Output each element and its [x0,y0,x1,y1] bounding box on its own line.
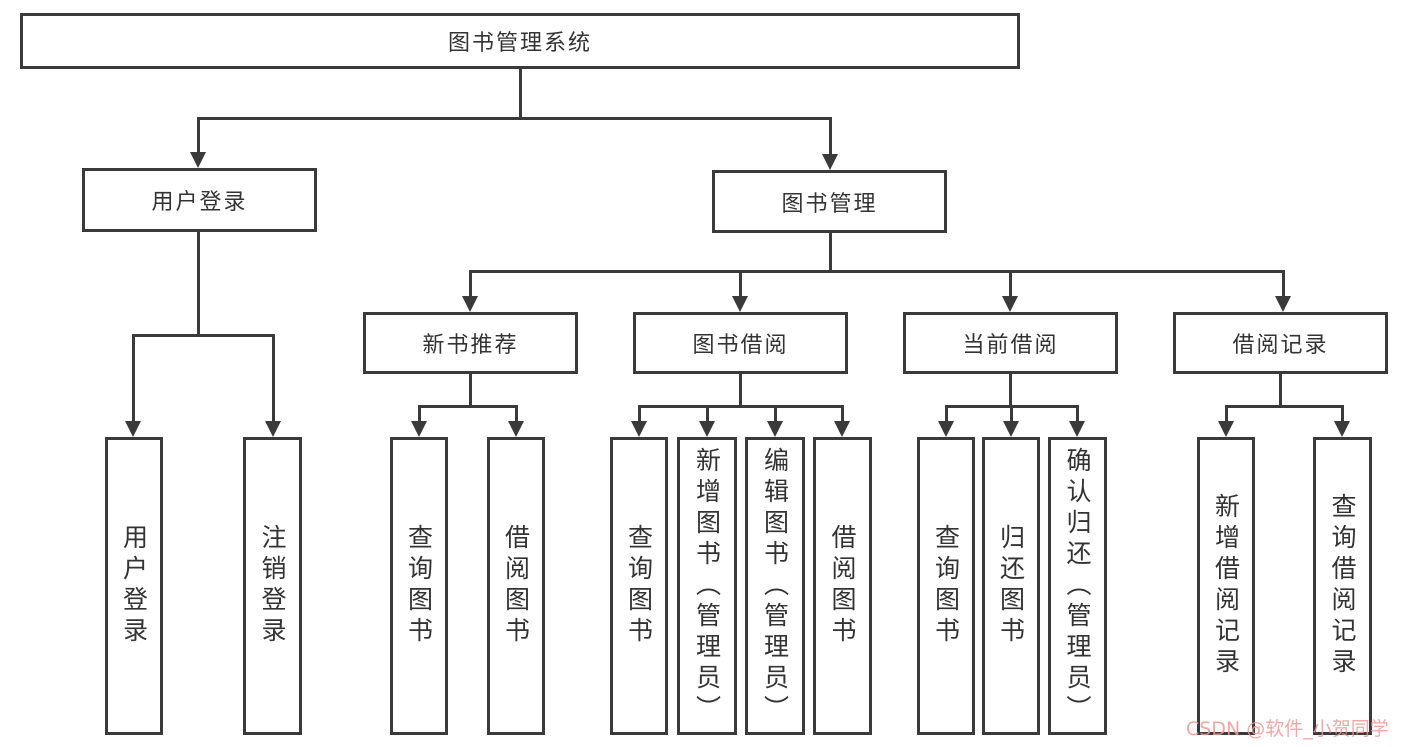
arrow-stem [738,271,742,298]
arrowhead-down-icon [699,421,715,437]
arrow-stem [944,406,948,423]
arrow-stem [468,271,472,298]
connector-line-horizontal [196,116,832,120]
arrow-stem [1008,271,1012,298]
node-current-borrow: 当前借阅 [903,312,1118,374]
connector-line-vertical [1278,374,1282,407]
arrow-stem [1340,406,1344,423]
arrowhead-down-icon [732,296,748,312]
node-root: 图书管理系统 [20,13,1020,69]
arrowhead-down-icon [1003,421,1019,437]
arrow-stem [1281,271,1285,298]
node-return-books: 归还图书 [982,437,1040,735]
arrow-stem [705,406,709,423]
arrow-stem [840,406,844,423]
arrow-stem [1009,406,1013,423]
arrowhead-down-icon [767,421,783,437]
arrowhead-down-icon [1218,421,1234,437]
arrowhead-down-icon [125,421,141,437]
arrow-stem [417,406,421,423]
node-edit-books-admin: 编辑图书（管理员） [745,437,805,735]
arrow-stem [773,406,777,423]
node-query-borrow-record: 查询借阅记录 [1313,437,1372,735]
connector-line-horizontal [131,333,275,337]
node-book-mgmt-group: 图书管理 [712,170,947,233]
node-add-books-admin: 新增图书（管理员） [677,437,737,735]
connector-line-vertical [1008,374,1012,407]
arrowhead-down-icon [265,421,281,437]
node-book-borrow: 图书借阅 [633,312,848,374]
arrow-stem [131,335,135,423]
connector-line-horizontal [637,404,844,408]
node-user-login: 用户登录 [105,437,163,735]
arrow-stem [196,118,200,154]
arrowhead-down-icon [834,421,850,437]
connector-line-vertical [468,374,472,407]
node-add-borrow-record: 新增借阅记录 [1197,437,1255,735]
connector-line-vertical [828,233,832,272]
arrowhead-down-icon [1334,421,1350,437]
arrow-stem [514,406,518,423]
arrow-stem [637,406,641,423]
node-confirm-return-admin: 确认归还（管理员） [1048,437,1107,735]
connector-line-vertical [738,374,742,407]
arrowhead-down-icon [631,421,647,437]
node-query-books-current: 查询图书 [917,437,975,735]
arrow-stem [1075,406,1079,423]
node-borrow-books-rec: 借阅图书 [487,437,545,735]
arrowhead-down-icon [462,296,478,312]
node-query-books-rec: 查询图书 [390,437,448,735]
arrow-stem [828,118,832,156]
node-new-book-rec: 新书推荐 [363,312,578,374]
node-query-books-borrow: 查询图书 [610,437,668,735]
arrowhead-down-icon [411,421,427,437]
connector-line-horizontal [1224,404,1344,408]
connector-line-vertical [196,232,200,336]
arrowhead-down-icon [1275,296,1291,312]
connector-line-horizontal [468,269,1285,273]
node-borrow-records: 借阅记录 [1173,312,1388,374]
arrowhead-down-icon [190,152,206,168]
arrowhead-down-icon [1069,421,1085,437]
arrowhead-down-icon [938,421,954,437]
connector-line-horizontal [417,404,518,408]
arrow-stem [271,335,275,423]
arrowhead-down-icon [822,154,838,170]
node-borrow-books-borrow: 借阅图书 [813,437,872,735]
connector-line-vertical [518,69,522,118]
arrow-stem [1224,406,1228,423]
csdn-watermark: CSDN @软件_小贺同学 [1186,718,1389,740]
arrowhead-down-icon [1002,296,1018,312]
arrowhead-down-icon [508,421,524,437]
node-user-login-group: 用户登录 [82,168,317,232]
node-logout: 注销登录 [243,437,302,735]
